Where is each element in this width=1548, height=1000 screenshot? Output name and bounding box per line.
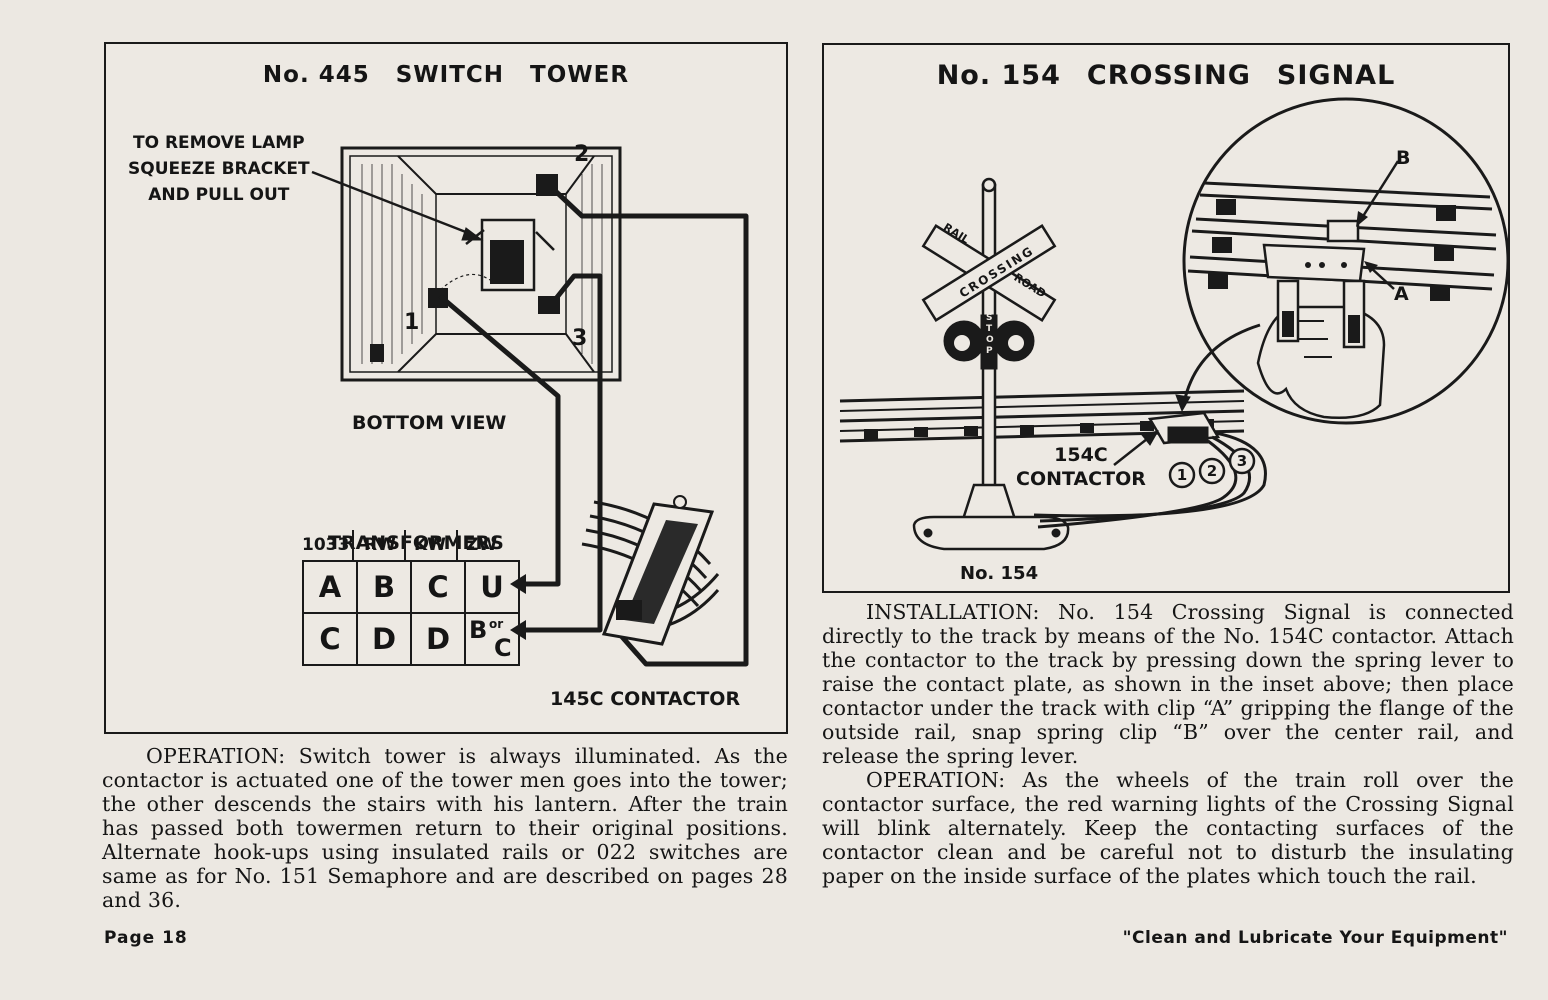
wire-number-circles (1168, 447, 1256, 489)
terminal-cell: C (410, 560, 466, 614)
title-word-signal: SIGNAL (1276, 60, 1396, 91)
lamp-removal-note: TO REMOVE LAMP SQUEEZE BRACKET AND PULL … (128, 133, 310, 205)
terminal-cell: C (302, 612, 358, 666)
installation-paragraph: INSTALLATION: No. 154 Crossing Signal is… (822, 600, 1514, 768)
footer-motto: "Clean and Lubricate Your Equipment" (1122, 928, 1508, 948)
crossing-signal-diagram: No. 154 CROSSING SIGNAL (822, 43, 1510, 593)
wire-3-label: 3 (1236, 452, 1248, 470)
stop-label: STOP (986, 313, 994, 356)
contactor-label-arrow (1113, 430, 1160, 466)
contactor-145c-label: 145C CONTACTOR (550, 688, 741, 710)
wire-2-label: 2 (1206, 462, 1218, 480)
crossing-signal-text: INSTALLATION: No. 154 Crossing Signal is… (822, 600, 1514, 888)
wire-1-label: 1 (1176, 466, 1188, 484)
title-number: No. 154 (936, 60, 1061, 91)
switch-tower-title: No. 445 SWITCH TOWER (106, 62, 786, 88)
bottom-view-label: BOTTOM VIEW (352, 412, 507, 434)
terminal-cell: A (302, 560, 358, 614)
lamp-note-arrow (311, 170, 484, 241)
model-rw: RW (364, 535, 396, 555)
title-word-crossing: CROSSING (1086, 60, 1251, 91)
transformers-label: TRANSFORMERS (328, 532, 504, 554)
model-kw: KW (414, 535, 446, 555)
base-model-label: No. 154 (960, 563, 1039, 584)
title-word-switch: SWITCH (395, 62, 505, 88)
model-1033: 1033 (302, 535, 350, 555)
terminal-3-label: 3 (572, 326, 588, 351)
title-word-tower: TOWER (530, 62, 630, 88)
terminal-cell: D (356, 612, 412, 666)
table-row: C D D B or C (302, 612, 520, 666)
table-row: A B C U (302, 560, 520, 614)
wires (438, 184, 749, 667)
clip-b-label: B (1396, 147, 1411, 169)
operation-paragraph: OPERATION: As the wheels of the train ro… (822, 768, 1514, 888)
transformer-models-row: 1033 RW KW ZW (300, 526, 514, 558)
inset-pointer-arrow (1175, 323, 1261, 413)
terminal-cell: D (410, 612, 466, 666)
terminal-cell: B (356, 560, 412, 614)
operation-paragraph: OPERATION: Switch tower is always illumi… (102, 744, 788, 912)
terminal-2-label: 2 (574, 142, 590, 167)
crossing-signal-illustration (839, 97, 1508, 551)
switch-tower-diagram: No. 445 SWITCH TOWER (104, 42, 788, 734)
contactor-145c (581, 495, 720, 646)
model-zw: ZW (466, 535, 498, 555)
switch-tower-wiring-illustration (311, 146, 749, 667)
title-number: No. 445 (262, 62, 370, 88)
installation-inset (1182, 97, 1508, 425)
crossing-signal-pole (912, 177, 1070, 551)
operation-text-switch-tower: OPERATION: Switch tower is always illumi… (102, 744, 788, 912)
terminal-cell: U (464, 560, 520, 614)
contactor-154c-label: 154C CONTACTOR (1016, 444, 1146, 490)
terminal-cell-b-or-c: B or C (464, 612, 520, 666)
page-number: Page 18 (104, 928, 188, 948)
terminal-1-label: 1 (404, 310, 420, 335)
clip-a-label: A (1394, 283, 1409, 305)
crossing-signal-title: No. 154 CROSSING SIGNAL (824, 60, 1508, 91)
transformer-terminal-table: A B C U C D D B or C (302, 560, 520, 666)
